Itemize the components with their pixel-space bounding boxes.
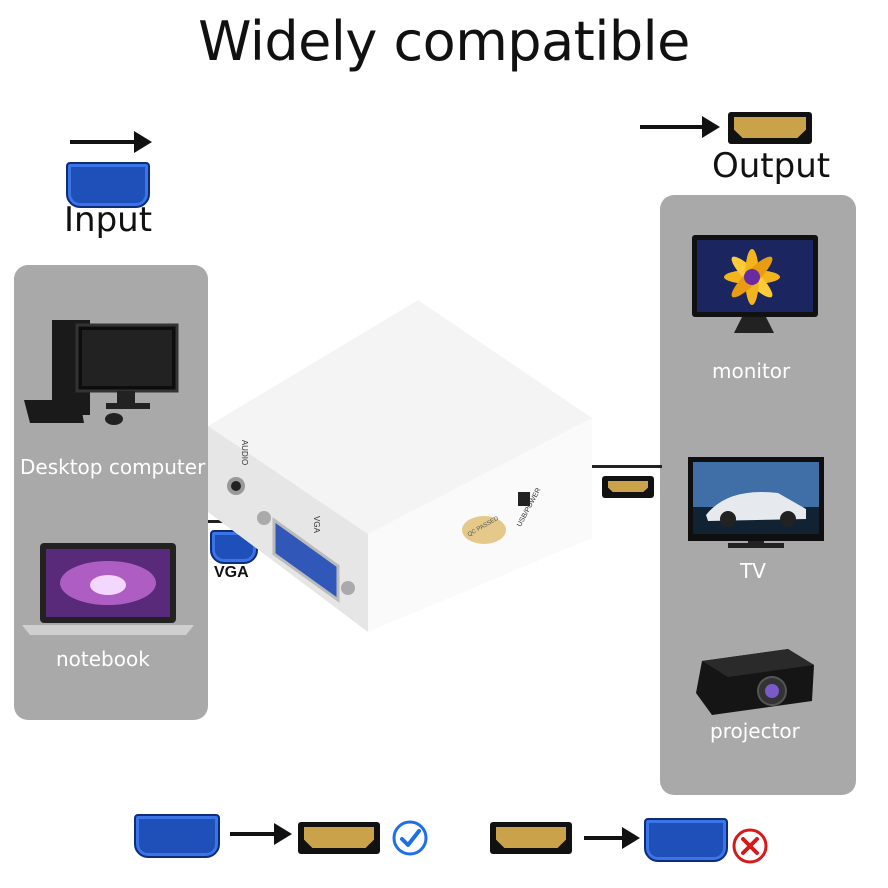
desktop-computer-icon (24, 320, 179, 425)
monitor-label: monitor (712, 359, 791, 383)
vga-port-icon (66, 162, 150, 208)
vga-port-label: VGA (311, 516, 321, 533)
tv-icon (688, 457, 824, 548)
footer-hdmi-output-icon (298, 822, 380, 854)
footer-hdmi-input-icon (490, 822, 572, 854)
output-label: Output (712, 146, 831, 186)
output-arrow-icon (640, 116, 720, 138)
hdmi-plug-icon (602, 476, 654, 498)
input-arrow-icon (70, 131, 152, 153)
monitor-icon (692, 235, 818, 333)
source-devices-panel: Desktop computer notebook (14, 265, 208, 720)
converter-device: AUDIO VGA USB/POWER QC PASSED (208, 298, 592, 632)
cross-icon (732, 828, 768, 864)
footer-vga-output-icon (644, 818, 728, 862)
input-label: Input (64, 200, 153, 240)
projector-label: projector (710, 719, 800, 743)
projector-icon (696, 649, 814, 715)
footer-arrow-icon (230, 823, 292, 845)
hdmi-cable (590, 465, 662, 468)
check-icon (392, 820, 428, 856)
display-devices-panel: monitor TV projector (660, 195, 856, 795)
page-title: Widely compatible (198, 10, 690, 73)
hdmi-port-icon (728, 112, 812, 144)
audio-port-label: AUDIO (240, 439, 250, 466)
footer-vga-input-icon (134, 814, 220, 858)
notebook-icon (22, 543, 194, 635)
footer-arrow-icon-2 (584, 827, 640, 849)
tv-label: TV (740, 559, 766, 583)
notebook-label: notebook (56, 647, 150, 671)
desktop-computer-label: Desktop computer (20, 455, 206, 479)
vga-cable-label: VGA (214, 564, 249, 581)
